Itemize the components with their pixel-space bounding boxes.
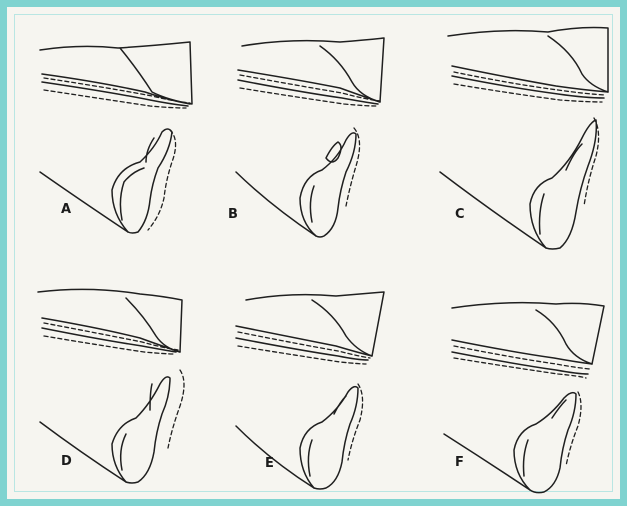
panel-label-e: E xyxy=(265,456,274,471)
panel-c: C xyxy=(440,28,608,250)
panel-a: A xyxy=(40,42,192,233)
upper-lip-outline xyxy=(38,289,182,354)
upper-lip-outline xyxy=(452,303,604,378)
panel-e: E xyxy=(236,292,384,489)
panel-b: B xyxy=(228,38,384,237)
panel-label-b: B xyxy=(228,207,238,222)
panel-label-f: F xyxy=(455,455,464,470)
mandible-outline xyxy=(444,392,581,493)
mandible-outline xyxy=(440,118,599,249)
mandible-outline xyxy=(236,384,363,489)
mandible-outline xyxy=(40,129,176,233)
upper-lip-outline xyxy=(448,28,608,103)
upper-lip-outline xyxy=(40,42,192,108)
panel-f: F xyxy=(444,303,604,493)
panel-label-d: D xyxy=(61,454,72,469)
mandible-outline xyxy=(236,128,360,237)
panel-label-a: A xyxy=(61,202,71,217)
upper-lip-outline xyxy=(238,38,384,106)
panel-d: D xyxy=(38,289,184,483)
upper-lip-outline xyxy=(236,292,384,364)
panel-label-c: C xyxy=(455,207,465,222)
